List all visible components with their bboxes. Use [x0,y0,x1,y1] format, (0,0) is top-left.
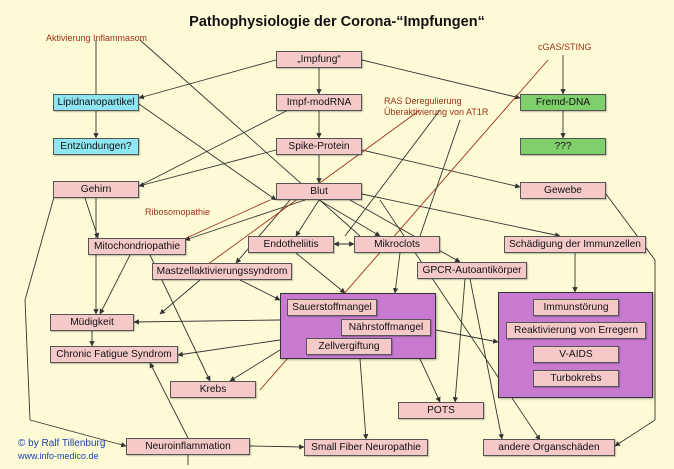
node-fremd-dna[interactable]: Fremd-DNA [520,94,606,111]
edge-33 [359,358,369,440]
node-mitochondriopathie[interactable]: Mitochondriopathie [88,238,186,255]
edge-47 [138,103,301,187]
edge-12 [318,199,381,237]
credit: © by Ralf Tillenburg www.info-medico.de [18,438,105,462]
note-inflammasom: Aktivierung Inflammasom [46,33,148,43]
node-mikroclots[interactable]: Mikroclots [354,236,440,253]
edge-27 [177,339,281,357]
node-zellvergiftung[interactable]: Zellvergiftung [306,338,392,355]
node-krebs[interactable]: Krebs [170,381,256,398]
node-gewebe[interactable]: Gewebe [520,182,606,199]
diagram-title: Pathophysiologie der Corona-“Impfungen“ [189,14,485,30]
edge-2 [361,59,521,100]
node-immunstoerung[interactable]: Immunstörung [533,299,619,316]
edge-15 [235,199,291,264]
node-reaktivierung-erreger[interactable]: Reaktivierung von Erregern [506,322,646,339]
edge-21 [295,252,346,294]
node-naehrstoffmangel[interactable]: Nährstoffmangel [341,319,431,336]
edge-42 [249,444,305,450]
note-ras: RAS Deregulierung Überaktivierung von AT… [384,96,488,118]
edge-28 [229,349,281,382]
node-blut[interactable]: Blut [276,183,362,200]
edge-34 [419,358,441,403]
node-pots[interactable]: POTS [398,402,484,419]
note-ras-line1: RAS Deregulierung [384,96,462,106]
edge-11 [295,199,320,237]
edge-18 [84,197,100,239]
note-ras-line2: Überaktivierung von AT1R [384,107,489,117]
edge-53 [419,119,461,237]
node-spike-protein[interactable]: Spike-Protein [276,138,362,155]
node-schaedigung-immunzellen[interactable]: Schädigung der Immunzellen [504,236,646,253]
credit-author: © by Ralf Tillenburg [18,438,106,449]
credit-url[interactable]: www.info-medico.de [18,451,99,461]
node-endotheliitis[interactable]: Endotheliitis [248,236,334,253]
node-impf-modrna[interactable]: Impf-modRNA [276,94,362,111]
edge-30 [435,329,499,344]
edge-37 [614,419,656,447]
edge-39 [24,299,31,421]
note-ribosomopathie: Ribosomopathie [145,207,211,217]
edge-9 [138,149,277,188]
node-small-fiber-neuropathie[interactable]: Small Fiber Neuropathie [304,439,428,456]
edge-52 [139,39,361,237]
node-unknown[interactable]: ??? [520,138,606,155]
edge-41 [149,362,189,439]
edge-25 [159,279,201,315]
edge-46 [138,103,277,201]
node-andere-organschaeden[interactable]: andere Organschäden [483,439,615,456]
edge-1 [138,59,277,100]
edge-13 [361,193,561,238]
edge-44 [239,279,281,301]
node-chronic-fatigue[interactable]: Chronic Fatigue Syndrom [50,346,178,363]
node-turbokrebs[interactable]: Turbokrebs [533,370,619,387]
node-muedigkeit[interactable]: Müdigkeit [50,314,134,331]
note-cgas: cGAS/STING [538,42,592,52]
node-gehirn[interactable]: Gehirn [53,181,139,198]
node-v-aids[interactable]: V-AIDS [533,346,619,363]
edge-10 [361,149,521,189]
edge-23 [99,254,131,315]
edge-26 [133,319,281,325]
edge-14 [184,199,306,242]
edge-38 [24,189,57,301]
edge-16 [349,199,461,263]
edge-31 [452,278,466,403]
node-entzuendungen[interactable]: Entzündungen? [53,138,139,155]
edge-35 [605,193,656,261]
node-impfung[interactable]: „Impfung“ [276,51,362,68]
edge-22 [392,252,401,294]
node-lipidnanopartikel[interactable]: Lipidnanopartikel [53,94,139,111]
node-gpcr-autoantikoerper[interactable]: GPCR-Autoantikörper [417,262,527,279]
node-sauerstoffmangel[interactable]: Sauerstoffmangel [287,299,377,316]
edge-50 [344,109,441,237]
node-neuroinflammation[interactable]: Neuroinflammation [126,438,250,455]
node-mastzellaktivierungssyndrom[interactable]: Mastzellaktivierungssyndrom [152,263,292,280]
edge-40 [29,419,127,448]
